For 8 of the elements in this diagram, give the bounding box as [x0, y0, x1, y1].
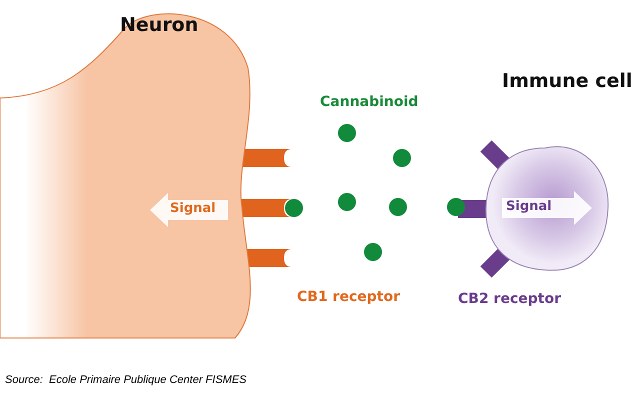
source-caption: Source: Ecole Primaire Publique Center FISMES	[5, 374, 246, 386]
cell-heading: Neuron	[120, 14, 198, 36]
label-text: CB2 receptor	[458, 291, 561, 307]
label-text: CB1 receptor	[297, 289, 400, 305]
signal-label: Signal	[170, 201, 216, 216]
label-text: Cannabinoid	[320, 94, 418, 110]
signal-label: Signal	[506, 199, 552, 214]
cell-heading: Immune cell	[502, 70, 632, 92]
